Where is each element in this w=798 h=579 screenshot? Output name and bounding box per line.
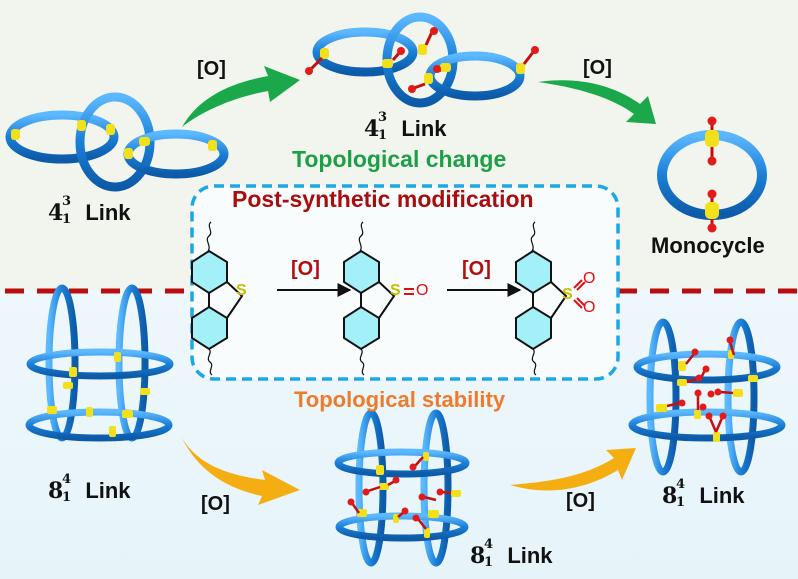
molecule-sulfoxide: [343, 221, 414, 376]
sulfur-atom-3: S: [562, 286, 573, 303]
monocycle: [657, 116, 767, 233]
title-topological-stability: Topological stability: [294, 387, 506, 412]
oxygen-sulfone-top: O: [583, 270, 596, 287]
oxygen-sulfone-bottom: O: [583, 299, 596, 316]
crossing-markers: [11, 120, 217, 159]
oxidation-label-bottom-2: [O]: [566, 490, 595, 512]
arrow-orange-2: [510, 448, 636, 491]
arrow-green-1: [182, 66, 300, 127]
arrow-green-2: [538, 80, 656, 124]
post-synthetic-box: [190, 184, 620, 381]
title-topological-change: Topological change: [292, 146, 507, 172]
label-monocycle: Monocycle: [651, 233, 765, 258]
sulfur-atom-1: S: [236, 282, 247, 299]
link-8-4-1-middle: [334, 409, 470, 567]
title-post-synthetic-modification: Post-synthetic modification: [232, 186, 534, 212]
link-4-3-1-left: [5, 92, 229, 192]
molecule-sulfone: [515, 221, 586, 376]
link-8-4-1-left: [25, 284, 174, 442]
oxidation-label-box-1: [O]: [291, 258, 320, 280]
oxidation-label-top-1: [O]: [197, 58, 226, 80]
link-8-4-1-right: [628, 318, 786, 476]
sulfur-atom-2: S: [390, 282, 401, 299]
oxidation-label-top-2: [O]: [583, 57, 612, 79]
oxygen-atoms: [305, 27, 539, 93]
molecule-dibenzothiophene: [191, 221, 244, 376]
oxidation-label-box-2: [O]: [462, 258, 491, 280]
arrow-orange-1: [182, 438, 300, 505]
oxidation-label-bottom-1: [O]: [201, 493, 230, 515]
link-4-3-1-middle: [305, 12, 539, 108]
oxygen-sulfoxide: O: [416, 282, 429, 299]
